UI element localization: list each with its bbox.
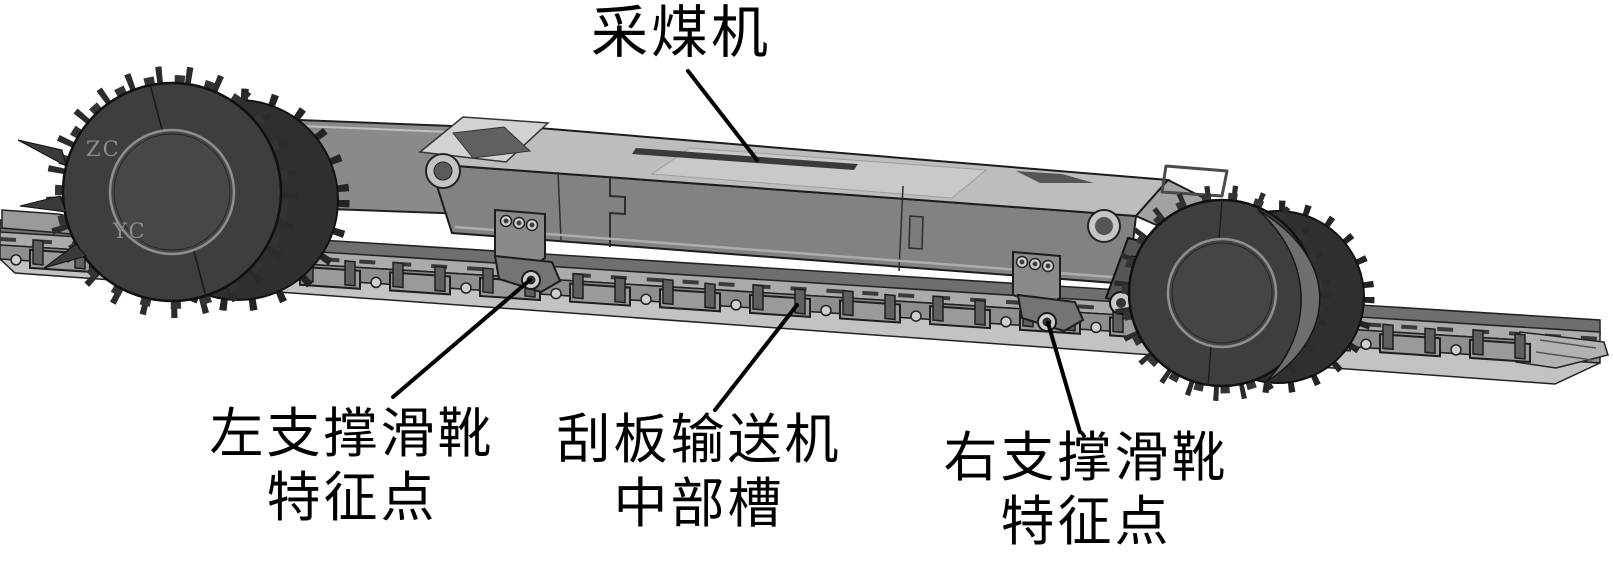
leader-line-conveyor	[713, 303, 799, 412]
leader-line-left-shoe	[391, 278, 532, 399]
watermark-lower: YC	[112, 219, 147, 243]
label-right-shoe-line1: 右支撑滑靴	[943, 426, 1229, 489]
label-conveyor-line2: 中部槽	[613, 472, 785, 535]
leader-line-shearer	[686, 69, 759, 162]
drum-hub	[1166, 237, 1278, 349]
left-support-shoe	[493, 208, 562, 294]
body-latch-panel	[908, 215, 924, 250]
label-right-shoe-line2: 特征点	[1000, 490, 1172, 553]
drum-hub	[108, 128, 236, 256]
watermark-upper: ZC	[86, 137, 121, 161]
drum-picks	[1114, 185, 1330, 401]
label-left-shoe-line2: 特征点	[266, 466, 438, 529]
top-cover-slot	[632, 148, 858, 170]
label-shearer-text: 采煤机	[591, 0, 771, 66]
drum-picks	[46, 66, 298, 318]
leader-lines	[391, 69, 1082, 434]
right-support-shoe	[1012, 250, 1085, 333]
label-shearer: 采煤机	[551, 0, 811, 66]
body-section-seam	[609, 176, 626, 247]
right-cutting-drum	[1114, 185, 1375, 401]
label-right-shoe: 右支撑滑靴 特征点	[936, 426, 1236, 554]
drum-spiral-vane	[1257, 209, 1321, 383]
leader-line-right-shoe	[1046, 321, 1082, 434]
label-conveyor-line1: 刮板输送机	[556, 408, 842, 471]
label-left-shoe-line1: 左支撑滑靴	[209, 402, 495, 465]
label-left-shoe: 左支撑滑靴 特征点	[202, 402, 502, 530]
label-conveyor: 刮板输送机 中部槽	[549, 408, 849, 536]
left-cutting-drum: ZC YC	[17, 66, 350, 318]
